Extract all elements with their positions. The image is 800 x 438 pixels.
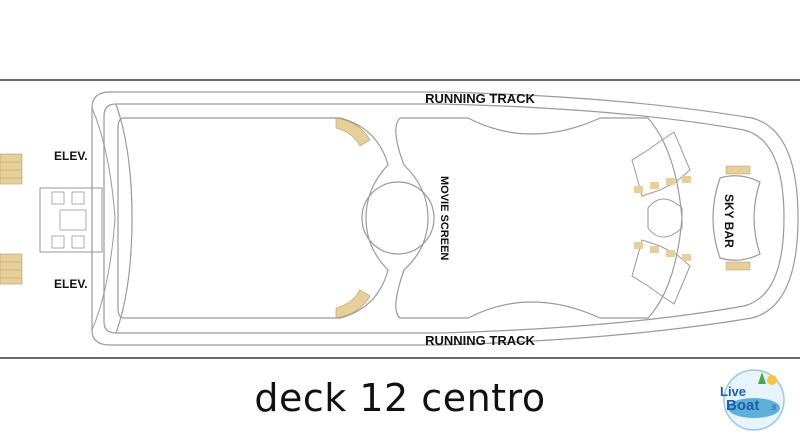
deck-plan: RUNNING TRACK RUNNING TRACK ELEV. ELEV. … [0,79,800,359]
seating-tier [634,186,643,193]
seating-tier [666,250,675,257]
forward-wall [91,107,116,331]
elevator-label-bottom: ELEV. [54,277,88,291]
running-track-label-top: RUNNING TRACK [425,91,535,106]
stairs-bottom [0,253,23,285]
movie-screen-label: MOVIE SCREEN [438,176,450,260]
seating-top-arc [335,117,371,147]
elevator-bank [39,187,103,253]
logo-wave-icon [728,398,780,418]
logo-text-boat: Boat [726,397,759,414]
elevator-lobby [115,103,133,334]
sky-bar-seating-bottom [725,261,751,271]
sky-bar-curve [647,198,683,238]
sky-bar-seating-top [725,165,751,175]
logo-sun-icon [767,375,777,385]
seating-bottom-arc [335,289,371,319]
running-track-outer [91,91,799,346]
tiered-seating-lower [631,239,691,305]
central-area [395,117,683,319]
running-track-inner [103,103,785,334]
seating-tier [650,246,659,253]
sky-bar-outline [712,175,761,261]
logo-palm-icon [758,372,766,384]
running-track-label-bottom: RUNNING TRACK [425,333,535,348]
tiered-seating-upper [631,131,691,197]
liveboat-logo[interactable]: Live Boat .it [714,362,794,434]
deck-caption: deck 12 centro [254,376,546,420]
elevator-label-top: ELEV. [54,149,88,163]
sky-bar-label: SKY BAR [722,194,736,248]
seating-tier [634,242,643,249]
seating-tier [666,178,675,185]
seating-tier [682,176,691,183]
seating-tier [650,182,659,189]
logo-text-live: Live [720,384,746,399]
movie-screen-circle [361,181,435,255]
logo-text-suffix: .it [770,403,777,412]
pool-deck-area [117,117,389,319]
seating-tier [682,254,691,261]
stairs-top [0,153,23,185]
